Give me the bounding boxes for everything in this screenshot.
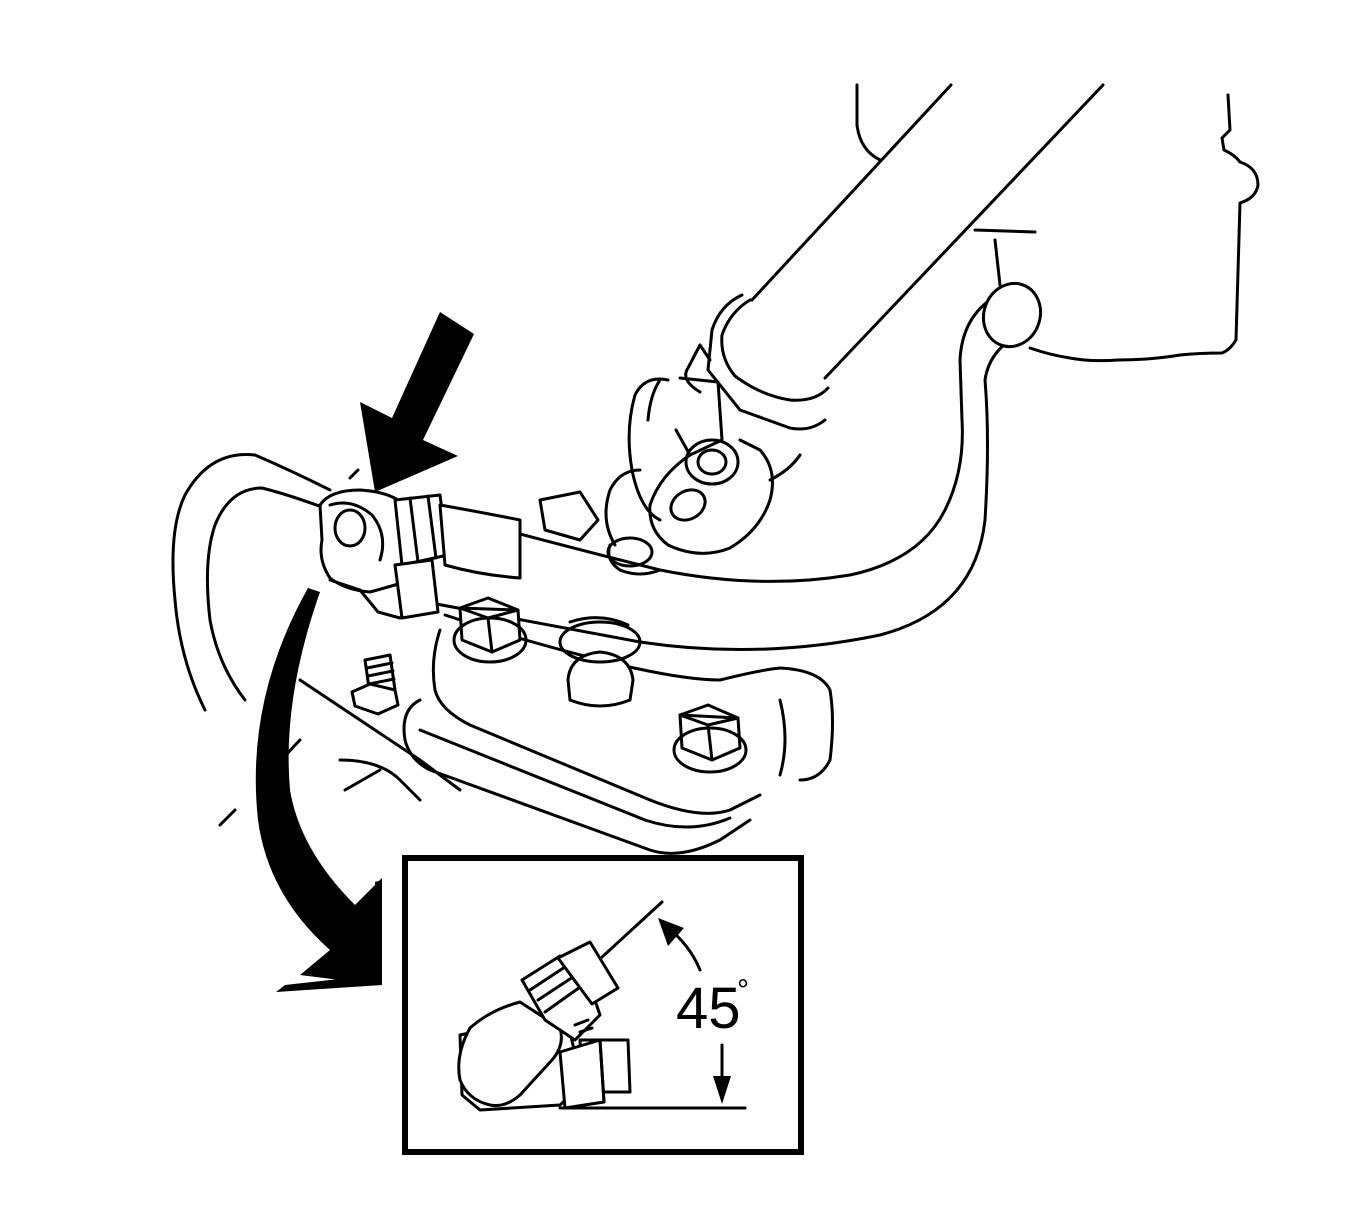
left-tube (171, 453, 360, 712)
return-pipe (413, 281, 1042, 652)
hex-bolt-right (672, 703, 748, 774)
lower-tubes (218, 678, 462, 827)
universal-joint (538, 376, 802, 576)
transmission-housing (855, 83, 1260, 363)
straight-pointer-arrow-icon (360, 312, 474, 492)
curved-rotate-arrow-icon (255, 588, 382, 992)
domed-nut (558, 616, 642, 708)
angle-unit-label: ° (737, 974, 749, 1007)
steering-shaft (684, 83, 1105, 431)
inset-fitting (457, 940, 632, 1112)
angle-value-label: 45 (676, 976, 741, 1041)
angle-detail-inset: 45 ° (402, 855, 804, 1155)
hex-bolt-left (452, 596, 528, 664)
hose-fitting (318, 488, 522, 620)
small-stud-bolt (350, 653, 400, 716)
mounting-bracket (402, 613, 834, 855)
